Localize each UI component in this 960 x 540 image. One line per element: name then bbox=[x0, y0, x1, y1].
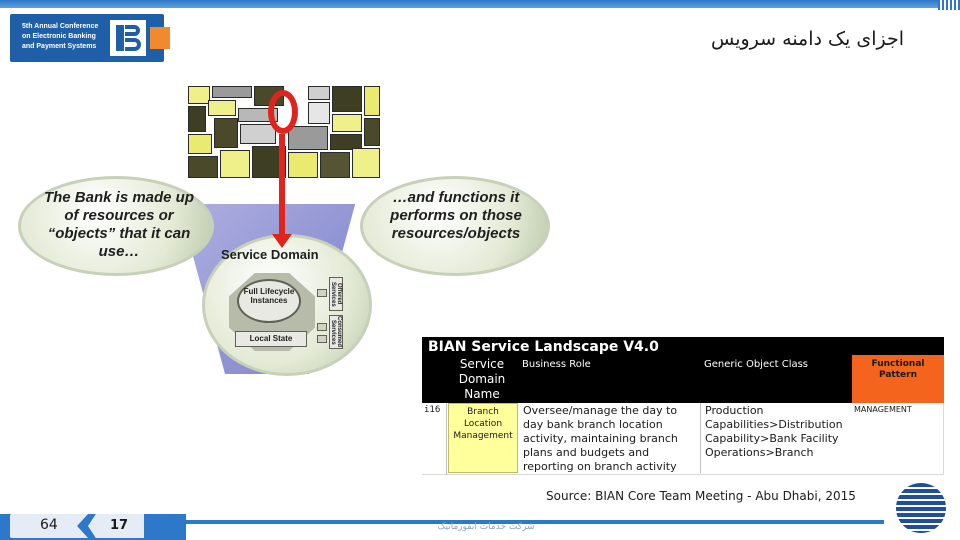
bian-table-title: BIAN Service Landscape V4.0 bbox=[428, 339, 659, 355]
column-header-service-domain: Service Domain Name bbox=[458, 357, 506, 401]
service-domain-diagram: The Bank is made up of resources or “obj… bbox=[12, 84, 557, 378]
conference-logo: 5th Annual Conference on Electronic Bank… bbox=[10, 14, 170, 62]
resource-brick bbox=[320, 152, 350, 178]
bank-b-logo-icon bbox=[110, 20, 146, 56]
resource-brick bbox=[332, 86, 362, 112]
logo-accent-block bbox=[150, 27, 170, 49]
functions-bubble: …and functions it performs on those reso… bbox=[360, 176, 550, 276]
globe-logo-icon bbox=[896, 483, 946, 533]
resource-brick bbox=[364, 86, 380, 116]
conference-line-2: on Electronic Banking bbox=[22, 33, 96, 40]
conference-name: 5th Annual Conference on Electronic Bank… bbox=[22, 22, 108, 52]
footer-line bbox=[186, 520, 884, 524]
service-port bbox=[317, 323, 327, 331]
consumed-services-label: Consumed Services bbox=[329, 315, 343, 349]
table-cell-object-class: Production Capabilities>Distribution Cap… bbox=[705, 404, 843, 459]
source-label: Source: bbox=[546, 489, 592, 503]
lifecycle-instances-label: Full Lifecycle Instances bbox=[237, 279, 301, 323]
resource-brick bbox=[330, 134, 362, 150]
resource-brick bbox=[214, 118, 238, 148]
table-divider bbox=[446, 403, 447, 475]
resource-brick bbox=[332, 114, 362, 132]
slide-title: اجزای یک دامنه سرویس bbox=[711, 28, 904, 50]
resource-brick bbox=[188, 134, 212, 154]
resource-brick bbox=[240, 124, 276, 144]
service-port bbox=[317, 335, 327, 343]
magnifier-ring-icon bbox=[268, 90, 298, 134]
pointer-arrow-head-icon bbox=[272, 234, 292, 248]
table-cell-service-domain: Branch Location Management bbox=[448, 403, 518, 473]
resources-bubble: The Bank is made up of resources or “obj… bbox=[18, 176, 214, 276]
service-domain-title: Service Domain bbox=[221, 247, 319, 262]
column-header-functional-pattern: Functional Pattern bbox=[852, 355, 944, 403]
resource-brick bbox=[188, 156, 218, 178]
source-text: BIAN Core Team Meeting - Abu Dhabi, 2015 bbox=[595, 489, 856, 503]
service-domain-bubble: Service Domain Full Lifecycle Instances … bbox=[202, 234, 372, 376]
top-accent-edge bbox=[938, 0, 960, 10]
source-citation: Source: BIAN Core Team Meeting - Abu Dha… bbox=[546, 489, 856, 503]
service-port bbox=[317, 289, 327, 297]
column-header-business-role: Business Role bbox=[522, 359, 591, 370]
column-header-object-class: Generic Object Class bbox=[704, 359, 809, 370]
resource-brick bbox=[208, 100, 236, 116]
resource-brick bbox=[288, 152, 318, 178]
slide-number: 64 bbox=[10, 514, 88, 538]
resource-brick bbox=[364, 118, 380, 146]
resource-brick bbox=[308, 102, 330, 124]
total-slides: 17 bbox=[88, 514, 144, 538]
conference-line-3: and Payment Systems bbox=[22, 43, 97, 50]
resources-bubble-text: The Bank is made up of resources or “obj… bbox=[43, 189, 195, 260]
resource-brick bbox=[188, 86, 210, 104]
table-cell-business-role: Oversee/manage the day to day bank branc… bbox=[521, 403, 701, 473]
resource-brick bbox=[308, 86, 330, 100]
resource-brick bbox=[220, 150, 250, 178]
conference-line-1: 5th Annual Conference bbox=[22, 23, 99, 30]
table-row-id: i16 bbox=[424, 405, 441, 415]
bian-service-landscape-table: BIAN Service Landscape V4.0 Service Doma… bbox=[422, 337, 944, 475]
resource-brick bbox=[188, 106, 206, 132]
pointer-arrow-stem bbox=[279, 134, 285, 236]
resource-brick bbox=[352, 148, 380, 178]
table-cell-functional-pattern: MANAGEMENT bbox=[854, 405, 912, 414]
offered-services-label: Offered Services bbox=[329, 277, 343, 311]
local-state-label: Local State bbox=[235, 331, 307, 347]
top-accent-bar bbox=[0, 0, 960, 8]
resource-brick bbox=[212, 86, 252, 98]
resource-brick bbox=[288, 126, 328, 150]
functions-bubble-text: …and functions it performs on those reso… bbox=[390, 189, 522, 242]
footer-company-name: شرکت خدمات انفورماتیک bbox=[437, 522, 535, 532]
